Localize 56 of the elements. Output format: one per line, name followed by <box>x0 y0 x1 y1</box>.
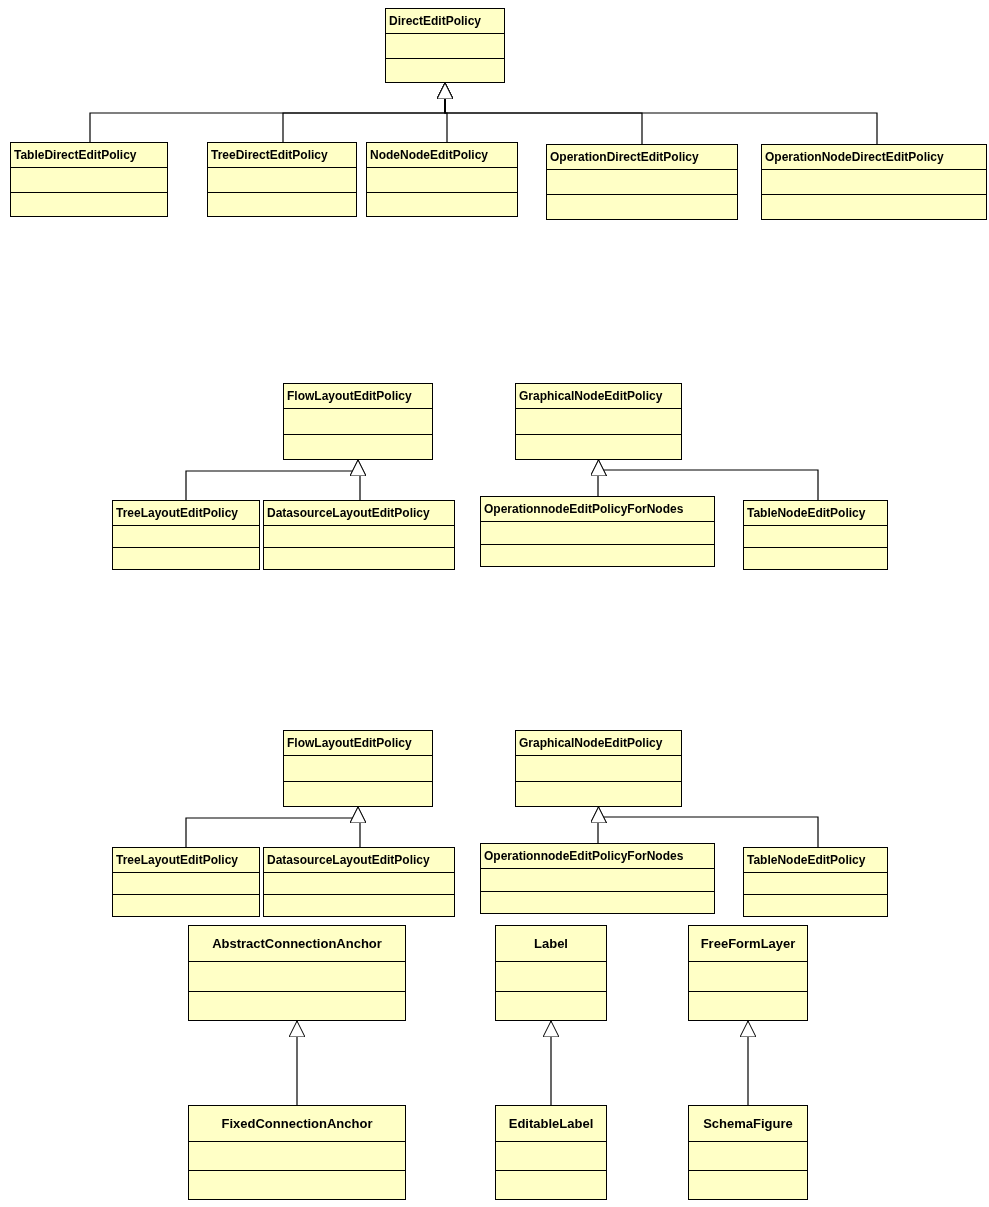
class-name: AbstractConnectionAnchor <box>212 934 382 953</box>
class-box <box>112 500 260 570</box>
class-box <box>515 730 682 807</box>
inheritance-arrow <box>349 806 367 848</box>
inheritance-arrow <box>590 459 819 501</box>
class-box <box>385 8 505 83</box>
class-box <box>263 500 455 570</box>
class-box <box>207 142 357 217</box>
class-name: NodeNodeEditPolicy <box>370 147 488 164</box>
class-box <box>495 1105 607 1200</box>
class-box <box>480 496 715 567</box>
class-name: OperationNodeDirectEditPolicy <box>765 149 944 166</box>
class-name: FixedConnectionAnchor <box>221 1114 373 1133</box>
class-name: DatasourceLayoutEditPolicy <box>267 505 430 522</box>
class-name: Label <box>534 934 568 953</box>
class-name: FlowLayoutEditPolicy <box>287 388 412 405</box>
class-name: FlowLayoutEditPolicy <box>287 735 412 752</box>
class-name: TreeDirectEditPolicy <box>211 147 328 164</box>
class-box <box>480 843 715 914</box>
class-box <box>688 925 808 1021</box>
class-name: OperationnodeEditPolicyForNodes <box>484 501 684 518</box>
inheritance-arrow <box>349 459 367 501</box>
class-name: TreeLayoutEditPolicy <box>116 505 239 522</box>
class-box <box>283 730 433 807</box>
class-box <box>283 383 433 460</box>
class-name: OperationnodeEditPolicyForNodes <box>484 848 684 865</box>
class-box <box>263 847 455 917</box>
class-box <box>188 1105 406 1200</box>
class-name: TreeLayoutEditPolicy <box>116 852 239 869</box>
class-name: DirectEditPolicy <box>389 13 482 30</box>
class-box <box>688 1105 808 1200</box>
class-name: OperationDirectEditPolicy <box>550 149 699 166</box>
class-name: FreeFormLayer <box>700 934 796 953</box>
inheritance-arrow <box>436 82 878 145</box>
class-box <box>743 500 888 570</box>
class-box <box>761 144 987 220</box>
class-box <box>366 142 518 217</box>
class-name: SchemaFigure <box>703 1114 793 1133</box>
class-box <box>495 925 607 1021</box>
class-box <box>112 847 260 917</box>
class-name: TableDirectEditPolicy <box>14 147 137 164</box>
class-box <box>515 383 682 460</box>
class-box <box>10 142 168 217</box>
class-name: TableNodeEditPolicy <box>747 505 866 522</box>
class-box <box>188 925 406 1021</box>
inheritance-arrow <box>542 1020 560 1106</box>
class-name: EditableLabel <box>508 1114 594 1133</box>
class-name: GraphicalNodeEditPolicy <box>519 735 663 752</box>
inheritance-arrow <box>288 1020 306 1106</box>
class-name: GraphicalNodeEditPolicy <box>519 388 663 405</box>
inheritance-arrow <box>739 1020 757 1106</box>
class-name: TableNodeEditPolicy <box>747 852 866 869</box>
class-box <box>743 847 888 917</box>
class-name: DatasourceLayoutEditPolicy <box>267 852 430 869</box>
inheritance-arrow <box>590 806 819 848</box>
class-box <box>546 144 738 220</box>
